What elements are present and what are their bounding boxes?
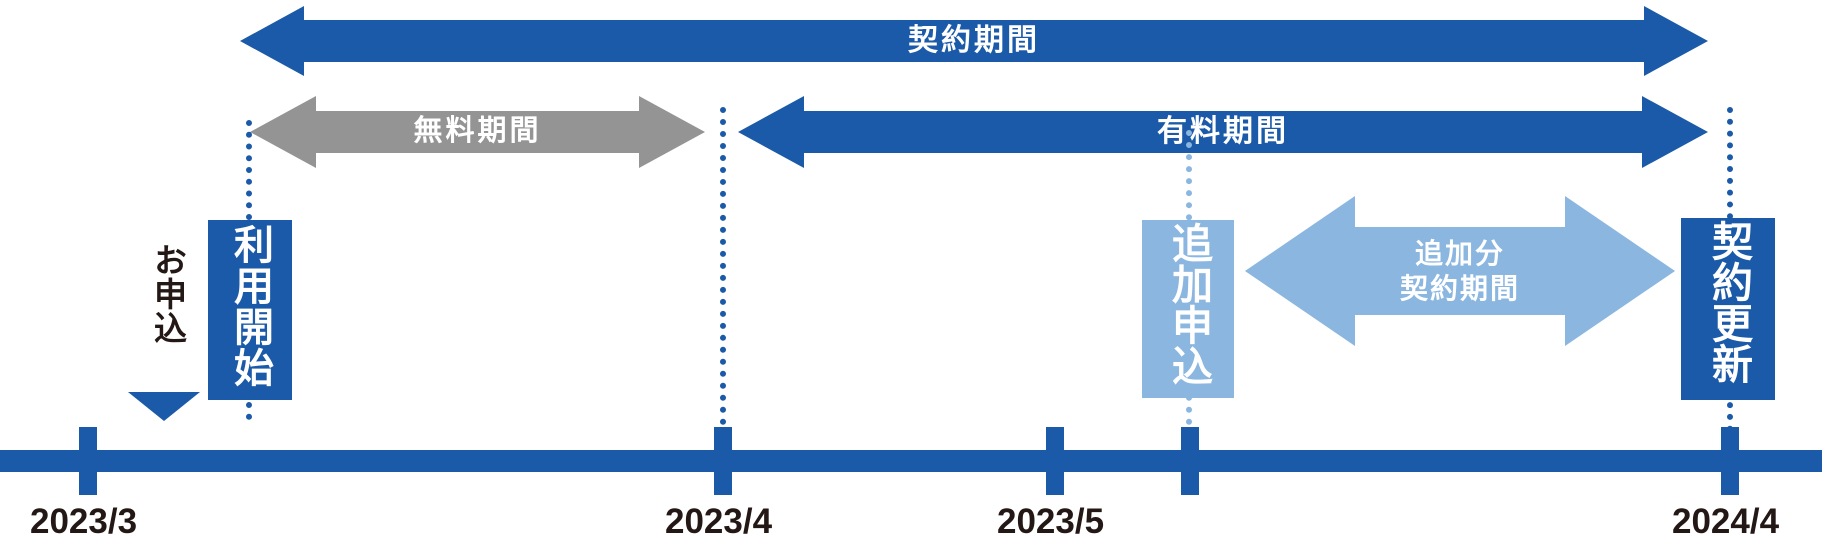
bar-paid-period-label: 有料期間 [1157, 114, 1289, 148]
bar-contract-period-label: 契約期間 [908, 23, 1040, 57]
bar-paid-period-shape [738, 96, 1708, 168]
timeline-axis [0, 450, 1822, 472]
bar-paid-period: 有料期間 [738, 96, 1708, 168]
axis-label-2023-03: 2023/3 [30, 502, 138, 538]
axis-label-2023-04: 2023/4 [665, 502, 773, 538]
event-contract-renewal: 契約更新 [1681, 218, 1775, 400]
axis-label-2024-04: 2024/4 [1672, 502, 1780, 538]
event-additional-application-label: 追加申込 [1165, 222, 1212, 386]
bar-additional-contract-period-label: 追加分 契約期間 [1399, 238, 1520, 304]
event-additional-application: 追加申込 [1142, 220, 1234, 398]
event-application-label: お申込 [149, 243, 187, 345]
bar-contract-period: 契約期間 [240, 6, 1708, 76]
bar-free-period: 無料期間 [250, 96, 705, 168]
axis-tick-2023-05 [1046, 427, 1064, 495]
axis-tick-2023-04 [714, 427, 732, 495]
axis-label-2023-05: 2023/5 [997, 502, 1105, 538]
dropline-2023-04 [720, 107, 726, 437]
bar-free-period-shape [250, 96, 705, 168]
axis-tick-2024-04 [1721, 427, 1739, 495]
axis-tick-2023-03 [79, 427, 97, 495]
bar-contract-period-shape [240, 6, 1708, 76]
event-start-use: 利用開始 [208, 220, 292, 400]
application-pointer-icon [128, 392, 200, 421]
axis-tick-additional [1181, 427, 1199, 495]
event-contract-renewal-label: 契約更新 [1705, 220, 1752, 384]
event-start-use-label: 利用開始 [228, 224, 272, 388]
bar-additional-contract-period-shape [1245, 196, 1675, 346]
bar-additional-contract-period: 追加分 契約期間 [1245, 196, 1675, 346]
event-application: お申込 [145, 243, 191, 393]
bar-free-period-label: 無料期間 [413, 115, 542, 148]
